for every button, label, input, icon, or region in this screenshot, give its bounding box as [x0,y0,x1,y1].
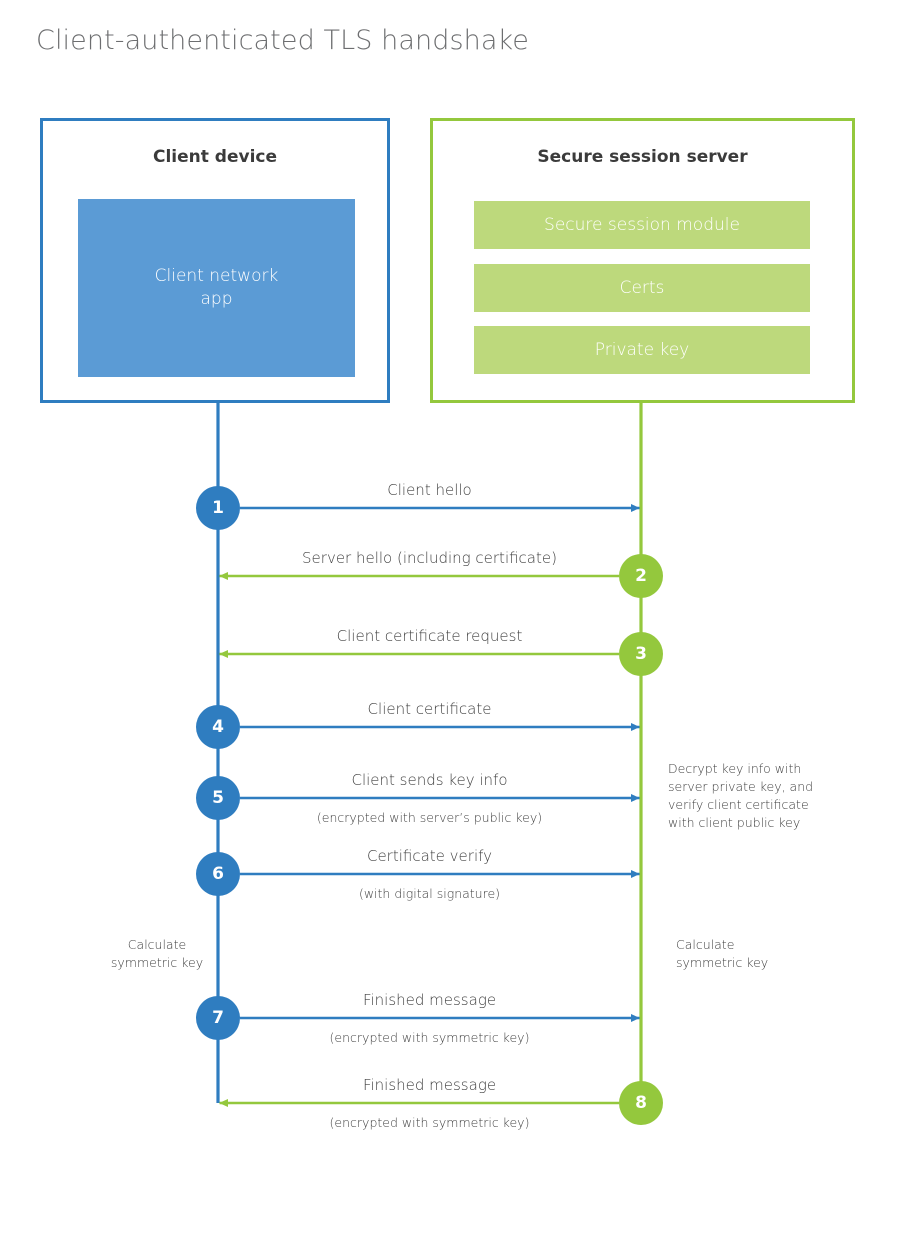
step-circle-5 [196,776,240,820]
server-calculate-note-line-1: Calculate [676,937,735,952]
server-decrypt-note: Decrypt key info with server private key,… [668,760,813,833]
step-circle-6 [196,852,240,896]
client-network-app-label: Client network app [155,265,279,311]
step-circle-2 [619,554,663,598]
message-label-1: Client hello [387,481,472,499]
message-label-2: Server hello (including certificate) [302,549,557,567]
client-network-app-block: Client network app [78,199,355,377]
message-label-6: Certificate verify [366,847,493,865]
step-circle-8 [619,1081,663,1125]
step-markers-group [196,486,663,1125]
step-circle-4 [196,705,240,749]
step-circle-7 [196,996,240,1040]
message-sublabel-5: (encrypted with server’s public key) [316,810,543,825]
server-component-secure-session-module: Secure session module [474,201,810,249]
message-sublabel-8: (encrypted with symmetric key) [329,1115,530,1130]
client-device-box: Client device Client network app [40,118,390,403]
client-app-line-1: Client network [154,266,279,287]
message-arrows-group [219,504,640,1107]
server-calculate-note-line-2: symmetric key [676,955,769,971]
client-calculate-note: Calculate symmetric key [111,936,203,972]
server-calculate-note: Calculate symmetric key [676,936,768,972]
server-decrypt-note-line-1: Decrypt key info with [668,761,802,776]
message-label-8: Finished message [362,1076,497,1094]
server-decrypt-note-line-3: verify client certificate [668,797,809,813]
message-label-3: Client certificate request [336,627,523,645]
message-sublabel-7: (encrypted with symmetric key) [329,1030,530,1045]
server-decrypt-note-line-2: server private key, and [668,779,814,795]
client-calculate-note-line-1: Calculate [127,937,187,952]
message-label-5: Client sends key info [351,771,508,789]
message-label-4: Client certificate [367,700,492,718]
client-calculate-note-line-2: symmetric key [110,955,204,971]
step-circle-3 [619,632,663,676]
server-component-private-key: Private key [474,326,810,374]
message-sublabel-6: (with digital signature) [358,886,501,901]
step-circle-1 [196,486,240,530]
page-title: Client-authenticated TLS handshake [36,25,529,56]
server-component-certs: Certs [474,264,810,312]
message-label-7: Finished message [362,991,497,1009]
secure-session-server-title: Secure session server [537,147,748,167]
server-decrypt-note-line-4: with client public key [668,815,801,831]
secure-session-server-box: Secure session server Secure session mod… [430,118,855,403]
client-app-line-2: app [200,289,233,309]
client-device-title: Client device [152,147,278,167]
